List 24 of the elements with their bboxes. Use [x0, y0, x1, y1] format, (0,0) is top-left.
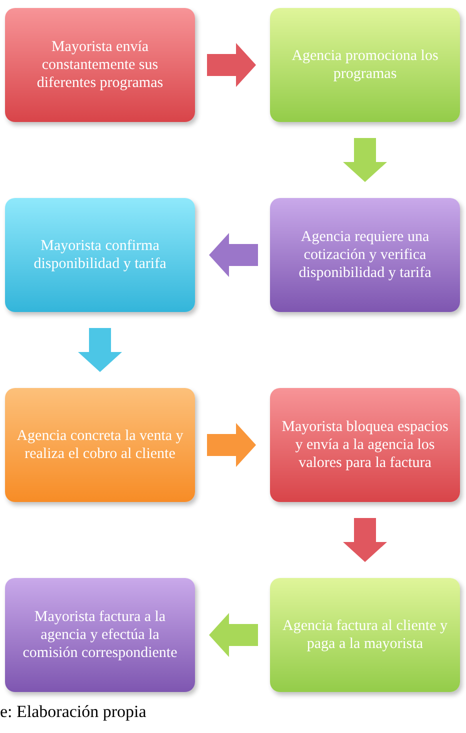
step-text: Agencia promociona los programas: [290, 47, 440, 83]
block-arrow: [343, 518, 387, 562]
step-text: Agencia requiere una cotización y verifica disponibilidad y tarifa: [298, 228, 432, 282]
step-text: Agencia factura al cliente y paga a la mayorista: [282, 617, 448, 653]
block-arrow: [78, 328, 122, 372]
caption: e: Elaboración propia: [0, 702, 146, 722]
process-box: [5, 578, 195, 692]
process-box: [270, 578, 460, 692]
block-arrow: [209, 613, 258, 657]
block-arrow: [207, 43, 256, 87]
process-box: [5, 198, 195, 312]
process-box: [270, 8, 460, 122]
process-box: [270, 198, 460, 312]
block-arrow: [207, 423, 256, 467]
step-text: Mayorista confirma disponibilidad y tarifa: [32, 237, 168, 273]
block-arrow: [209, 233, 258, 277]
step-text: Mayorista factura a la agencia y efectúa la comisión correspondiente: [22, 608, 178, 662]
block-arrow: [343, 138, 387, 182]
step-text: Mayorista envía constantemente sus diferentes programas: [36, 38, 164, 92]
step-text: Agencia concreta la venta y realiza el cobro al cliente: [16, 427, 184, 463]
process-box: [5, 388, 195, 502]
process-box: [5, 8, 195, 122]
process-box: [270, 388, 460, 502]
step-text: Mayorista bloquea espacios y envía a la agencia los valores para la factura: [280, 418, 450, 472]
